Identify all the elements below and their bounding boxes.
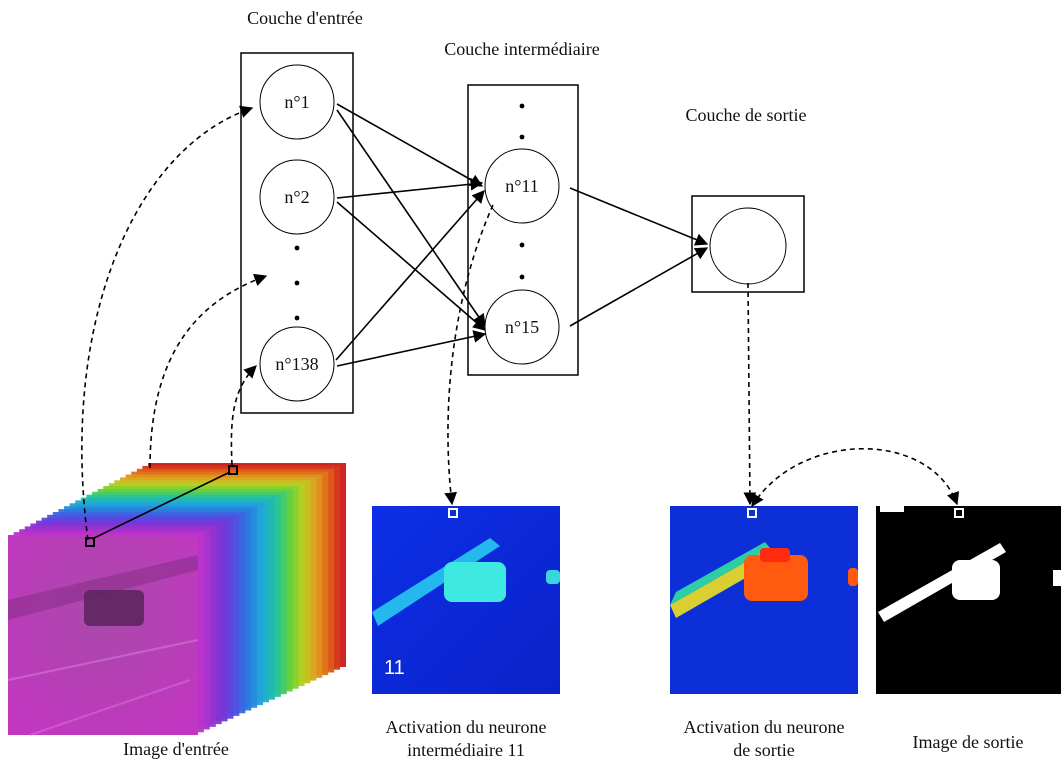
hidden-activation-number: 11	[384, 657, 405, 679]
caption-output-activation-line2: de sortie	[733, 740, 794, 760]
connections	[335, 103, 709, 367]
edge-138-11	[335, 190, 485, 361]
hidden-activation-pixel	[448, 508, 458, 518]
hidden-neuron-15: n°15	[484, 289, 560, 365]
input-road-barrier	[8, 555, 198, 620]
input-neuron-2-label: n°2	[284, 187, 309, 207]
edge-2-15	[336, 201, 486, 331]
input-image-stack	[7, 463, 346, 736]
input-neuron-138: n°138	[259, 326, 335, 402]
input-layer-title: Couche d'entrée	[247, 8, 363, 28]
edge-1-11	[336, 103, 484, 187]
hidden-neuron-11-label: n°11	[505, 176, 539, 196]
output-binary-pixel	[954, 508, 964, 518]
hidden-layer-title: Couche intermédiaire	[444, 39, 599, 59]
caption-output-activation-line1: Activation du neurone	[684, 717, 845, 737]
hidden-ellipsis-mid	[519, 242, 525, 280]
input-pixel-back	[228, 465, 238, 475]
hidden-neuron-15-label: n°15	[505, 317, 539, 337]
pixel-depth-line	[91, 471, 231, 540]
link-output-activation	[743, 282, 757, 506]
link-hidden-activation	[444, 204, 494, 506]
link-band-mid	[149, 273, 268, 469]
link-band-138	[230, 365, 257, 466]
input-neuron-1: n°1	[259, 64, 335, 140]
link-activation-to-binary	[751, 447, 960, 508]
caption-input-image: Image d'entrée	[123, 739, 229, 759]
caption-hidden-activation-line1: Activation du neurone	[386, 717, 547, 737]
input-neuron-138-label: n°138	[275, 354, 318, 374]
hidden-layer-box	[467, 84, 579, 376]
input-neuron-1-label: n°1	[284, 92, 309, 112]
caption-hidden-activation-line2: intermédiaire 11	[407, 740, 525, 760]
output-activation-vehicle	[744, 555, 808, 601]
hidden-ellipsis-top	[519, 103, 525, 140]
hidden-activation-image: 11	[372, 506, 560, 694]
hidden-activation-barrier	[372, 538, 500, 626]
caption-output-image: Image de sortie	[913, 732, 1024, 752]
input-pixel-front	[85, 537, 95, 547]
hidden-neuron-11: n°11	[484, 148, 560, 224]
output-activation-pixel	[747, 508, 757, 518]
output-neuron	[709, 207, 787, 285]
output-layer-title: Couche de sortie	[686, 105, 807, 125]
output-layer-box	[691, 195, 805, 293]
edge-11-out	[569, 187, 709, 246]
output-binary-vehicle	[952, 560, 1000, 600]
hidden-activation-vehicle	[444, 562, 506, 602]
edge-2-11	[336, 177, 484, 199]
edge-15-out	[569, 247, 709, 327]
edge-1-15	[336, 109, 486, 328]
edge-138-15	[336, 330, 487, 367]
input-vehicle	[84, 590, 144, 626]
input-ellipsis	[294, 245, 300, 321]
input-neuron-2: n°2	[259, 159, 335, 235]
link-band-1	[81, 105, 254, 541]
output-binary-image	[876, 506, 1061, 694]
output-activation-image	[670, 506, 858, 694]
input-layer-box	[240, 52, 354, 414]
